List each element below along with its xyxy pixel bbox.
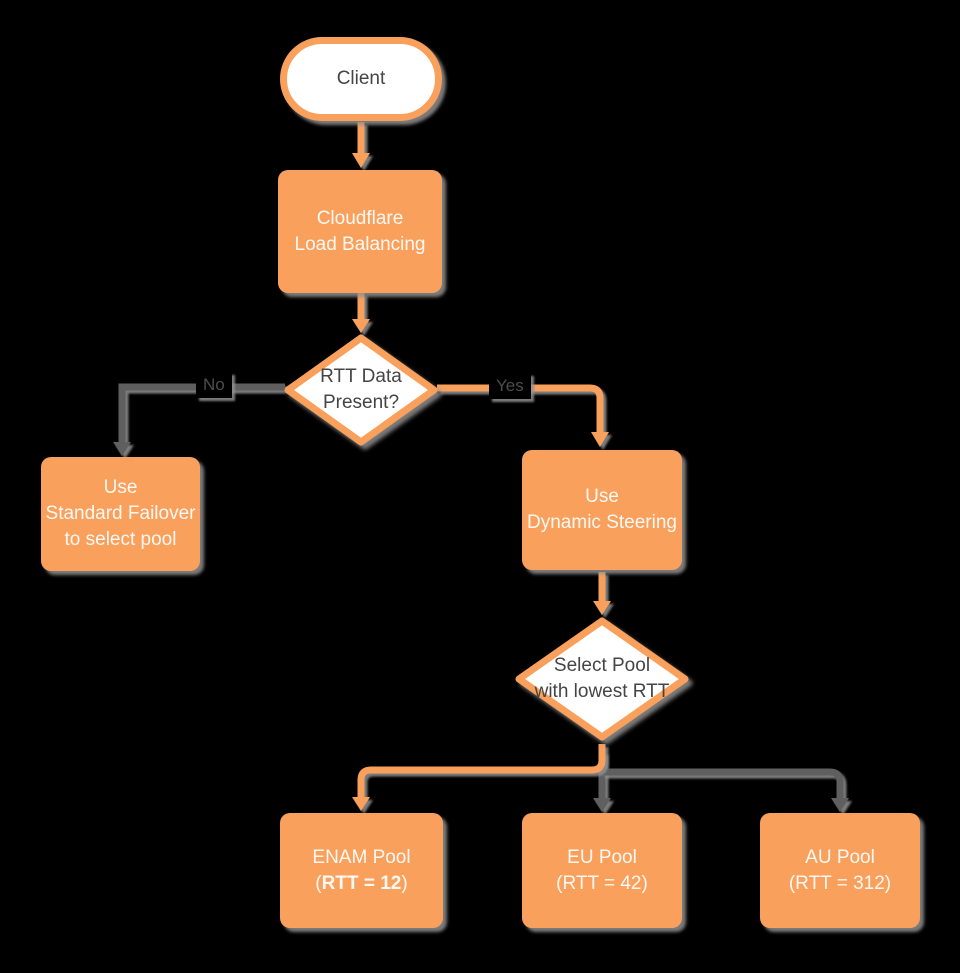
enam-rtt-value: RTT = 12 [321,872,402,894]
node-standard-failover-line3: to select pool [64,529,177,550]
node-load-balancer: Cloudflare Load Balancing [278,170,442,293]
node-rtt-decision: RTT Data Present? [283,333,439,447]
node-load-balancer-line2: Load Balancing [294,233,426,255]
node-dynamic-steering-line1: Use [585,486,619,507]
edge-lb-to-decision-connector [352,293,370,333]
node-load-balancer-line1: Cloudflare [316,207,404,229]
edge-steering-to-select-connector [593,572,611,615]
node-client-label: Client [336,68,386,89]
node-eu-pool-line2: (RTT = 42) [556,872,648,894]
edge-label-yes: Yes [489,373,531,399]
node-client: Client [280,37,442,121]
node-standard-failover-line1: Use [103,477,138,498]
node-eu-pool-line1: EU Pool [567,846,637,868]
node-select-pool: Select Pool with lowest RTT [514,616,690,742]
decision-diamond-shape [284,334,438,446]
edge-to-eu-pool-connector [593,752,611,812]
node-select-pool-line1: Select Pool [553,655,651,676]
decision-diamond-shape [515,617,689,741]
node-enam-pool-line2: (RTT = 12) [315,872,408,894]
node-au-pool-line1: AU Pool [805,846,875,868]
node-au-pool: AU Pool (RTT = 312) [760,813,920,928]
edge-to-au-pool-connector [602,768,849,812]
node-dynamic-steering-line2: Dynamic Steering [527,512,677,533]
node-enam-pool-line1: ENAM Pool [312,846,411,868]
node-standard-failover: Use Standard Failover to select pool [41,457,200,571]
node-enam-pool: ENAM Pool (RTT = 12) [280,813,443,928]
edge-label-no: No [196,372,232,398]
edge-to-enam-pool-connector [352,744,606,811]
node-au-pool-line2: (RTT = 312) [788,872,892,894]
edge-client-to-lb-connector [352,122,370,168]
node-rtt-decision-line1: RTT Data [320,366,402,387]
node-standard-failover-line2: Standard Failover [45,503,196,524]
node-eu-pool: EU Pool (RTT = 42) [522,813,682,928]
node-rtt-decision-line2: Present? [322,392,400,413]
node-dynamic-steering: Use Dynamic Steering [522,450,682,570]
node-select-pool-line2: with lowest RTT [534,681,670,702]
